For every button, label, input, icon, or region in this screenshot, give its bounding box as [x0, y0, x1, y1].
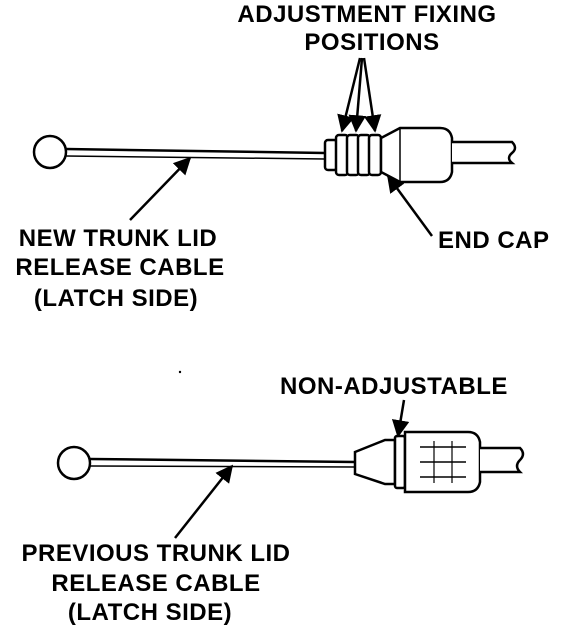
previous-cable-assembly — [56, 430, 525, 494]
new-cable-wire — [65, 147, 326, 155]
previous-cable-leader-arrow — [174, 464, 234, 539]
end-cap-leader-arrow — [386, 174, 434, 237]
new-cable-assembly — [32, 126, 517, 184]
new-cable-latch-ball — [32, 134, 68, 170]
previous-cable-housing — [403, 430, 482, 494]
new-cable-label-line2: RELEASE CABLE — [15, 254, 224, 281]
end-cap-label: END CAP — [438, 227, 550, 254]
non-adjustable-collar — [393, 434, 407, 490]
previous-cable-label-line3: (LATCH SIDE) — [68, 599, 232, 626]
new-cable-label-line1: NEW TRUNK LID — [19, 225, 217, 252]
previous-cable-wire — [89, 457, 356, 464]
new-cable-label-line3: (LATCH SIDE) — [34, 285, 198, 312]
new-cable-sheath — [452, 140, 517, 165]
adjustment-label-line2: POSITIONS — [304, 29, 439, 56]
adjustment-pointer-arrows — [337, 57, 382, 133]
previous-cable-ferrule — [353, 438, 397, 486]
non-adjustable-leader-arrow — [391, 399, 410, 438]
adjustment-label-line1: ADJUSTMENT FIXING — [237, 1, 496, 28]
end-cap — [379, 126, 454, 184]
previous-cable-sheath — [480, 446, 525, 474]
adjustment-rings — [323, 133, 383, 177]
non-adjustable-label: NON-ADJUSTABLE — [280, 373, 508, 400]
previous-cable-label-line2: RELEASE CABLE — [51, 570, 260, 597]
previous-cable-latch-ball — [56, 445, 92, 481]
new-cable-leader-arrow — [129, 156, 192, 221]
previous-cable-label-line1: PREVIOUS TRUNK LID — [21, 540, 290, 567]
scan-speck — [178, 370, 182, 374]
